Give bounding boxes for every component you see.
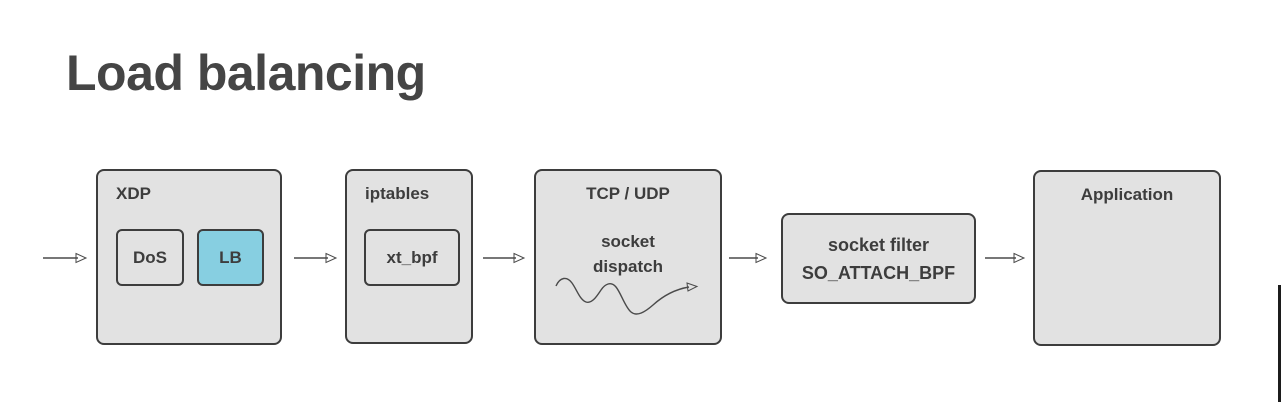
- node-xt-bpf: xt_bpf: [364, 229, 460, 286]
- node-tcp-udp: TCP / UDP socket dispatch: [534, 169, 722, 345]
- node-xt-bpf-label: xt_bpf: [386, 247, 438, 267]
- node-xdp: XDP DoS LB: [96, 169, 282, 345]
- node-dos-label: DoS: [133, 247, 167, 267]
- arrow-xdp-to-iptables-icon: [294, 252, 338, 264]
- node-iptables: iptables xt_bpf: [345, 169, 473, 344]
- socket-filter-label: socket filter: [827, 234, 930, 255]
- socket-dispatch-line2: dispatch: [593, 257, 663, 276]
- socket-dispatch-label: socket dispatch: [536, 229, 720, 279]
- node-iptables-label: iptables: [365, 184, 430, 203]
- page-title: Load balancing: [66, 45, 426, 101]
- arrow-into-xdp-icon: [43, 252, 88, 264]
- arrow-tcpudp-to-socketfilter-icon: [729, 252, 768, 264]
- node-xdp-label: XDP: [116, 184, 151, 203]
- node-lb-label: LB: [219, 247, 242, 267]
- so-attach-bpf-label: SO_ATTACH_BPF: [801, 262, 956, 283]
- node-application-label: Application: [1080, 185, 1174, 204]
- arrow-socketfilter-to-application-icon: [985, 252, 1026, 264]
- node-lb: LB: [197, 229, 264, 286]
- arrow-iptables-to-tcpudp-icon: [483, 252, 526, 264]
- socket-dispatch-line1: socket: [601, 232, 655, 251]
- right-edge-line: [1278, 285, 1281, 402]
- node-socket-filter: socket filter SO_ATTACH_BPF: [781, 213, 976, 304]
- node-application: Application: [1033, 170, 1221, 346]
- node-tcp-udp-label: TCP / UDP: [586, 184, 670, 203]
- node-dos: DoS: [116, 229, 184, 286]
